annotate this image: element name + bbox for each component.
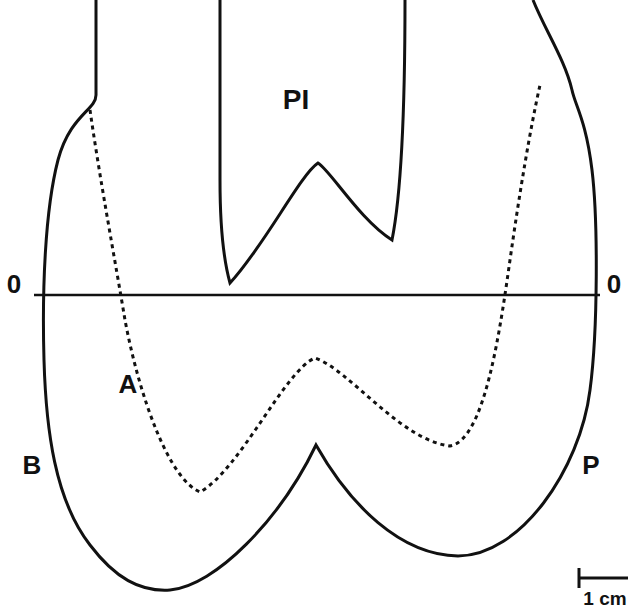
scale-bar <box>578 577 628 580</box>
part-label: PI <box>283 86 309 114</box>
side-label: B <box>23 452 42 478</box>
part-label: A <box>119 371 138 397</box>
reference-mark: 0 <box>7 271 21 297</box>
dashed-contour <box>90 85 540 492</box>
side-label: P <box>582 452 599 478</box>
scale-label: 1 cm <box>583 589 626 608</box>
upper-tooth-outline <box>220 0 405 283</box>
scale-bar-tick <box>578 568 581 588</box>
reference-mark: 0 <box>607 271 621 297</box>
reference-line <box>34 294 600 297</box>
